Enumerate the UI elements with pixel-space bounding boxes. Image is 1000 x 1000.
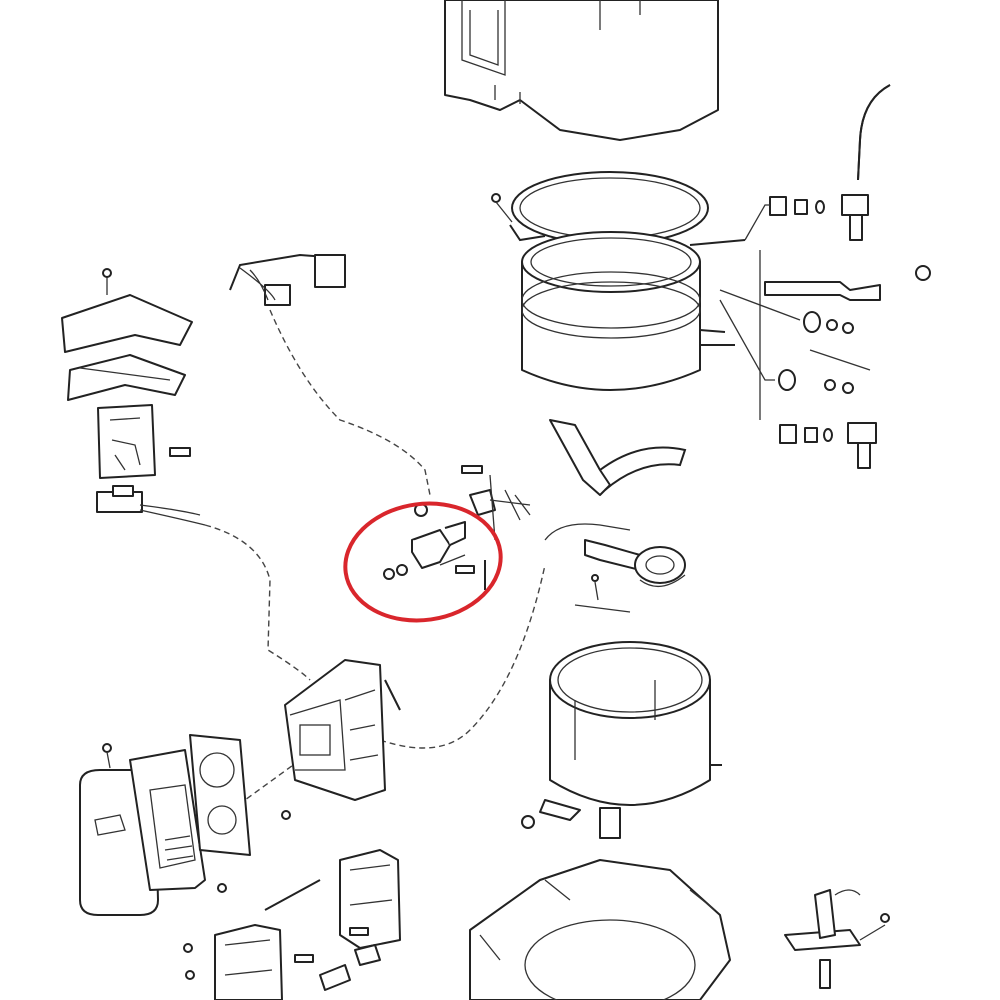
heat-exchanger — [521, 231, 735, 391]
fittings-right — [719, 84, 931, 469]
base-plate — [469, 859, 731, 1000]
wire-route-2 — [204, 524, 311, 681]
wire-route-1 — [269, 309, 431, 496]
highlighted-part-group — [383, 465, 531, 590]
bottom-parts — [183, 849, 401, 1000]
burner-bracket — [549, 419, 687, 496]
circuit-board — [97, 404, 191, 479]
burner-assembly — [544, 523, 686, 613]
back-plate — [189, 734, 291, 856]
control-cover-top — [61, 268, 193, 401]
gas-valve — [784, 889, 890, 989]
wiring-harness — [229, 253, 346, 306]
outer-casing — [444, 0, 719, 141]
connector-block — [96, 485, 206, 526]
combustion-chamber — [521, 641, 722, 839]
highlight-circle — [343, 501, 503, 623]
control-box — [284, 659, 401, 801]
wire-route-3 — [379, 564, 546, 749]
cover-frame — [129, 749, 206, 891]
